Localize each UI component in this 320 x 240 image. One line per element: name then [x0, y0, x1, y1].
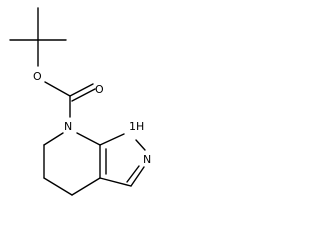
bond-n-to-c7: [43, 132, 64, 146]
bond-nh-n: [135, 139, 146, 151]
bond-c6-c5: [43, 177, 73, 196]
nh-number-label: 1: [129, 120, 136, 133]
bond-c5-c4: [71, 177, 101, 196]
bond-co-double-a: [69, 83, 94, 97]
ring-nitrogen-label: N: [64, 120, 72, 133]
carbonyl-oxygen-label: O: [95, 83, 104, 96]
nh-hydrogen-label: H: [136, 120, 144, 133]
bond-c3-c3a: [99, 177, 132, 187]
molecule-structure: O O N 1 H N: [9, 7, 151, 196]
ether-oxygen-label: O: [33, 70, 42, 83]
bond-o-to-carbonyl-c: [44, 81, 71, 97]
pyrazole-nitrogen-label: N: [143, 153, 151, 166]
bond-c7a-n: [76, 132, 101, 146]
bond-n-c3: [130, 166, 145, 187]
structure-canvas: O O N 1 H N: [9, 7, 151, 196]
bond-n-c3-double: [126, 165, 140, 183]
bond-co-double-b: [71, 88, 96, 102]
bond-c7a-nh: [99, 133, 125, 146]
